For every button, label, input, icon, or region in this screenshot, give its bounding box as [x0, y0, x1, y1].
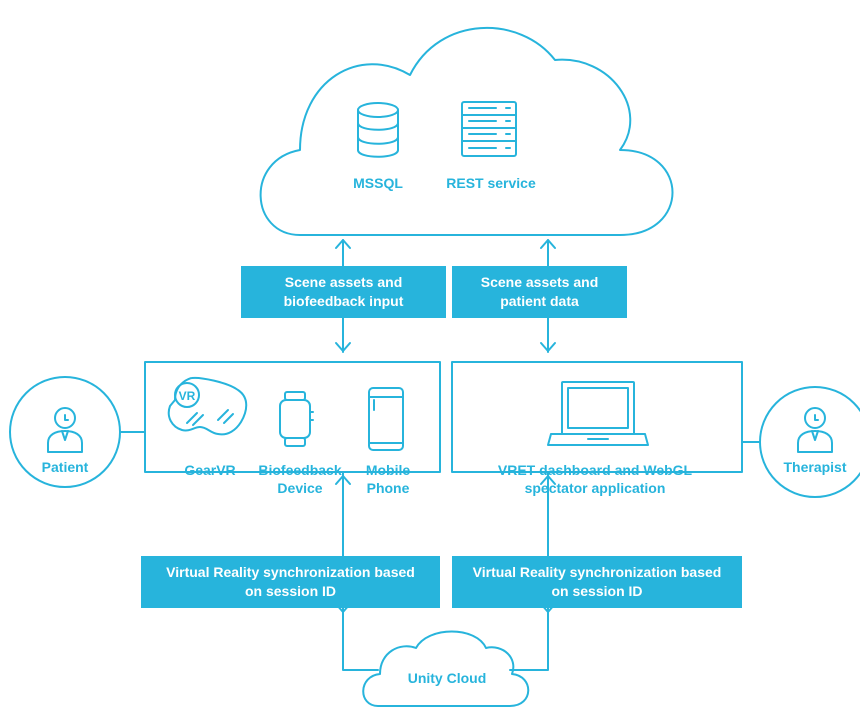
- connector-text: Scene assets and patient data: [480, 274, 599, 309]
- arrow-down-icon: [540, 342, 556, 352]
- database-icon: [357, 102, 399, 158]
- devices-panel: [144, 361, 441, 473]
- connector-text: Scene assets and biofeedback input: [283, 274, 404, 309]
- gearvr-label: GearVR: [184, 462, 236, 478]
- arrow-up-icon: [540, 475, 556, 485]
- connector-label-top-right: Scene assets and patient data: [452, 266, 627, 318]
- dashboard-panel: [451, 361, 743, 473]
- mssql-label: MSSQL: [353, 175, 403, 191]
- biofeedback-label: Biofeedback Device: [258, 462, 342, 496]
- mobile-phone-label: Mobile Phone: [365, 462, 411, 496]
- dashboard-label: VRET dashboard and WebGL spectator appli…: [497, 462, 693, 496]
- rest-service-label: REST service: [446, 175, 536, 191]
- person-icon: [797, 407, 833, 453]
- arrow-up-icon: [335, 239, 351, 249]
- top-cloud: [259, 26, 674, 236]
- vr-headset-icon: [167, 376, 248, 436]
- smartphone-icon: [368, 387, 404, 451]
- connector-label-bottom-left: Virtual Reality synchronization based on…: [141, 556, 440, 608]
- arrow-up-icon: [335, 475, 351, 485]
- smartwatch-icon: [279, 391, 314, 447]
- therapist-label: Therapist: [783, 459, 847, 475]
- laptop-icon: [547, 381, 649, 446]
- patient-label: Patient: [41, 459, 89, 475]
- person-icon: [47, 407, 83, 453]
- unity-cloud-label: Unity Cloud: [407, 670, 487, 686]
- arrow-up-icon: [540, 239, 556, 249]
- connector-label-top-left: Scene assets and biofeedback input: [241, 266, 446, 318]
- therapist-circle: [759, 386, 860, 498]
- server-icon: [461, 101, 517, 157]
- connector-label-bottom-right: Virtual Reality synchronization based on…: [452, 556, 742, 608]
- unity-cloud: [362, 630, 530, 707]
- connector-text: Virtual Reality synchronization based on…: [166, 564, 415, 599]
- vr-badge-text: VR: [179, 389, 196, 403]
- connector-text: Virtual Reality synchronization based on…: [472, 564, 722, 599]
- arrow-down-icon: [335, 342, 351, 352]
